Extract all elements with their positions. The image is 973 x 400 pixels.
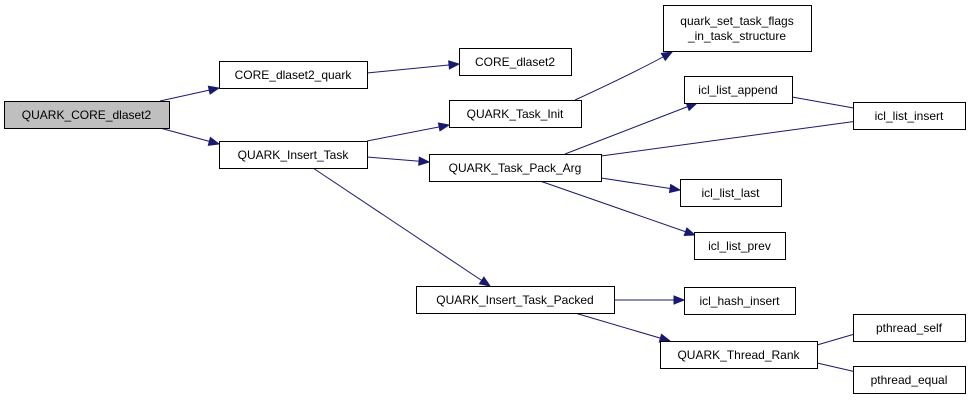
- node-label: pthread_self: [876, 321, 943, 335]
- node-insert-packed[interactable]: QUARK_Insert_Task_Packed: [416, 286, 615, 314]
- edge-line: [574, 312, 671, 342]
- node-label: icl_list_last: [701, 186, 760, 200]
- node-box: [219, 61, 368, 89]
- node-box: [853, 314, 966, 342]
- node-label: QUARK_Insert_Task: [238, 148, 350, 162]
- nodes-layer: QUARK_CORE_dlaset2 CORE_dlaset2_quark CORE…: [4, 5, 966, 394]
- node-thread-rank[interactable]: QUARK_Thread_Rank: [660, 341, 818, 369]
- node-label: icl_list_insert: [875, 109, 944, 123]
- edge-root-to-insert_task: [159, 127, 221, 146]
- node-box: [853, 102, 966, 130]
- node-box: [459, 48, 572, 76]
- arrowhead: [478, 276, 492, 287]
- edge-line: [564, 102, 698, 155]
- arrowhead: [418, 156, 431, 166]
- arrowhead: [207, 136, 221, 146]
- node-box: [684, 76, 793, 104]
- node-box: [449, 100, 582, 128]
- node-label: QUARK_Thread_Rank: [677, 348, 800, 362]
- node-box: [660, 341, 818, 369]
- edge-line: [539, 180, 696, 236]
- node-label: QUARK_CORE_dlaset2: [22, 108, 152, 122]
- node-task-init[interactable]: QUARK_Task_Init: [449, 100, 582, 128]
- edge-line: [600, 177, 681, 191]
- arrowhead: [660, 51, 674, 62]
- edge-line: [312, 167, 491, 287]
- node-box: [416, 286, 615, 314]
- edge-insert_task-to-insert_packed: [312, 167, 492, 287]
- node-label: icl_hash_insert: [699, 294, 780, 308]
- arrowhead: [683, 227, 697, 237]
- arrowhead: [658, 333, 672, 343]
- node-root[interactable]: QUARK_CORE_dlaset2: [4, 101, 170, 129]
- node-list-prev[interactable]: icl_list_prev: [694, 232, 786, 260]
- node-label: quark_set_task_flags: [680, 14, 793, 28]
- node-list-last[interactable]: icl_list_last: [680, 179, 782, 207]
- node-label: CORE_dlaset2: [475, 55, 555, 69]
- edge-pack_arg-to-list_append: [564, 102, 699, 155]
- node-label: pthread_equal: [871, 373, 948, 387]
- edge-line: [366, 63, 460, 74]
- edge-line: [366, 124, 450, 142]
- node-box: [694, 232, 786, 260]
- edge-insert_task-to-task_init: [366, 122, 451, 142]
- node-label: icl_list_prev: [708, 239, 771, 253]
- node-label: QUARK_Insert_Task_Packed: [436, 293, 593, 307]
- edge-task_init-to-set_flags: [574, 51, 674, 101]
- node-pthread-self[interactable]: pthread_self: [853, 314, 966, 342]
- edge-insert_task-to-pack_arg: [366, 156, 431, 166]
- node-box: [663, 5, 812, 52]
- edge-root-to-core_quark: [159, 85, 221, 102]
- node-list-insert[interactable]: icl_list_insert: [853, 102, 966, 130]
- edges-layer: [159, 51, 867, 377]
- node-insert-task[interactable]: QUARK_Insert_Task: [219, 141, 368, 169]
- arrowhead: [673, 295, 686, 305]
- edge-core_quark-to-core: [366, 60, 461, 74]
- arrowhead: [668, 183, 682, 194]
- node-label: CORE_dlaset2_quark: [235, 68, 353, 82]
- node-pthread-equal[interactable]: pthread_equal: [853, 366, 966, 394]
- node-core[interactable]: CORE_dlaset2: [459, 48, 572, 76]
- node-list-append[interactable]: icl_list_append: [684, 76, 793, 104]
- arrowhead: [448, 60, 461, 70]
- node-label: QUARK_Task_Init: [467, 107, 564, 121]
- edge-pack_arg-to-list_last: [600, 177, 682, 194]
- node-box: [680, 179, 782, 207]
- node-box: [853, 366, 966, 394]
- node-core-quark[interactable]: CORE_dlaset2_quark: [219, 61, 368, 89]
- arrowhead: [207, 85, 221, 95]
- node-box: [219, 141, 368, 169]
- edge-pack_arg-to-list_prev: [539, 180, 697, 237]
- node-label: _in_task_structure: [687, 29, 786, 43]
- node-box: [429, 154, 602, 182]
- edge-pack_arg-to-list_insert: [600, 116, 867, 157]
- node-set-flags[interactable]: quark_set_task_flags_in_task_structure: [663, 5, 812, 52]
- edge-line: [600, 119, 866, 157]
- arrowhead: [437, 122, 451, 132]
- node-label: icl_list_append: [698, 83, 777, 97]
- node-hash-insert[interactable]: icl_hash_insert: [684, 287, 796, 315]
- edge-line: [574, 51, 673, 101]
- edge-insert_packed-to-hash_insert: [614, 295, 686, 305]
- node-label: QUARK_Task_Pack_Arg: [449, 161, 582, 175]
- node-pack-arg[interactable]: QUARK_Task_Pack_Arg: [429, 154, 602, 182]
- edge-line: [791, 96, 866, 111]
- edge-insert_packed-to-thread_rank: [574, 312, 672, 343]
- node-box: [4, 101, 170, 129]
- node-box: [684, 287, 796, 315]
